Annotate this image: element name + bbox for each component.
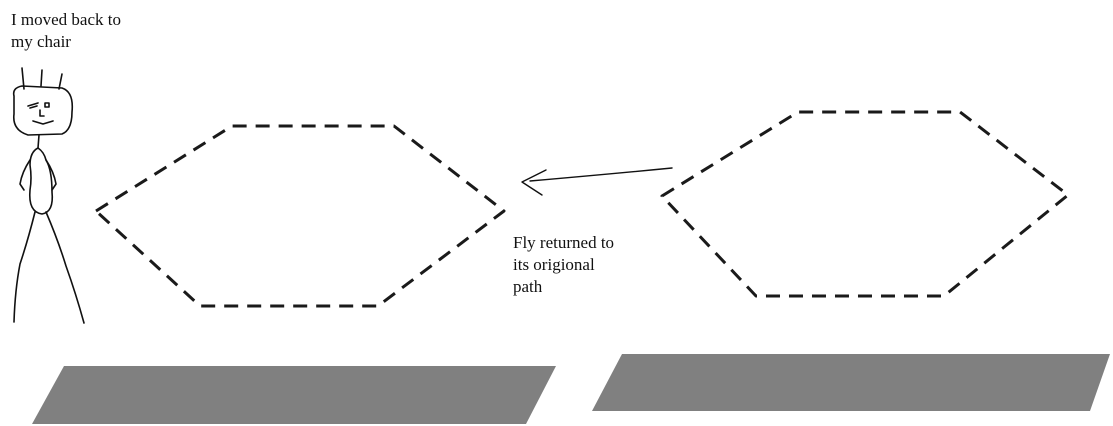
caption-fly-returned: Fly returned to its origional path [513,233,615,296]
figure-eye-right [44,102,50,108]
figure-mouth [32,120,54,125]
figure-eye-left [27,102,39,109]
fly-path-hexagon-left [94,124,506,308]
surface-left [32,366,556,424]
figure-leg-left [13,211,36,323]
figure-leg-right [45,211,85,324]
figure-neck [37,134,40,149]
figure-arms [19,159,57,191]
figure-head [12,85,74,136]
figure-nose [39,109,45,117]
fly-path-hexagon-right [660,110,1070,298]
stick-figure [12,67,85,324]
return-arrow [521,167,673,196]
figure-torso [28,147,54,215]
surface-right [592,354,1110,411]
caption-moved-back: I moved back to my chair [11,10,121,51]
